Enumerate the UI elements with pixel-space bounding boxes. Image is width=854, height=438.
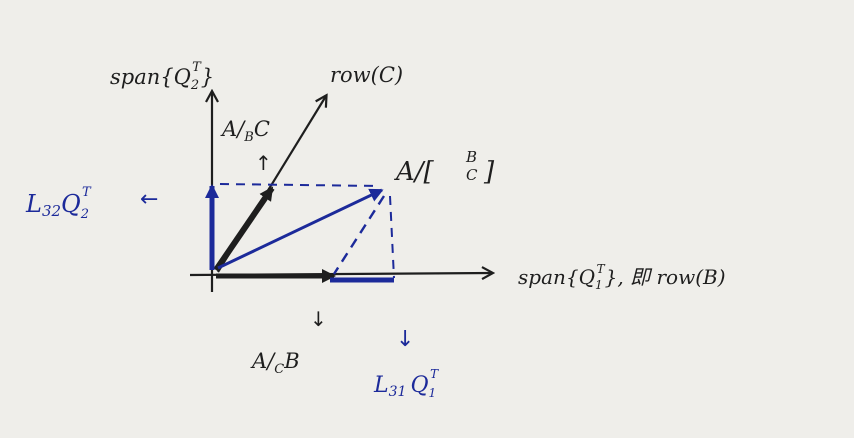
vector-a-projected [217, 188, 384, 270]
arrow-down-to-l31: ↓ [396, 327, 414, 352]
svg-text:A/[: A/[ [394, 157, 435, 187]
projection-on-row-c [213, 186, 275, 272]
svg-text:B: B [465, 148, 477, 166]
dashed-horizontal [219, 183, 381, 187]
label-span-q1-row-b: span{Q1T}, 即 row(B) [518, 262, 726, 292]
label-a-slash-bc-stack: A/[ B C ] [394, 148, 495, 187]
arrow-left-to-axis: ← [140, 187, 158, 212]
dashed-diagonal [332, 195, 386, 275]
dashed-vertical [389, 195, 395, 279]
label-span-q2: span{Q2T} [110, 60, 214, 93]
label-a-slash-cb: A/CB [250, 349, 300, 377]
label-l32-q2: L32Q2T [25, 185, 92, 222]
svg-text:]: ] [483, 157, 495, 187]
arrow-down-to-a-cb: ↓ [310, 307, 327, 331]
label-a-slash-bc: A/BC [220, 117, 270, 145]
arrow-up-to-row-c: ↑ [255, 151, 272, 175]
label-row-c: row(C) [330, 63, 403, 87]
svg-text:C: C [466, 166, 478, 184]
